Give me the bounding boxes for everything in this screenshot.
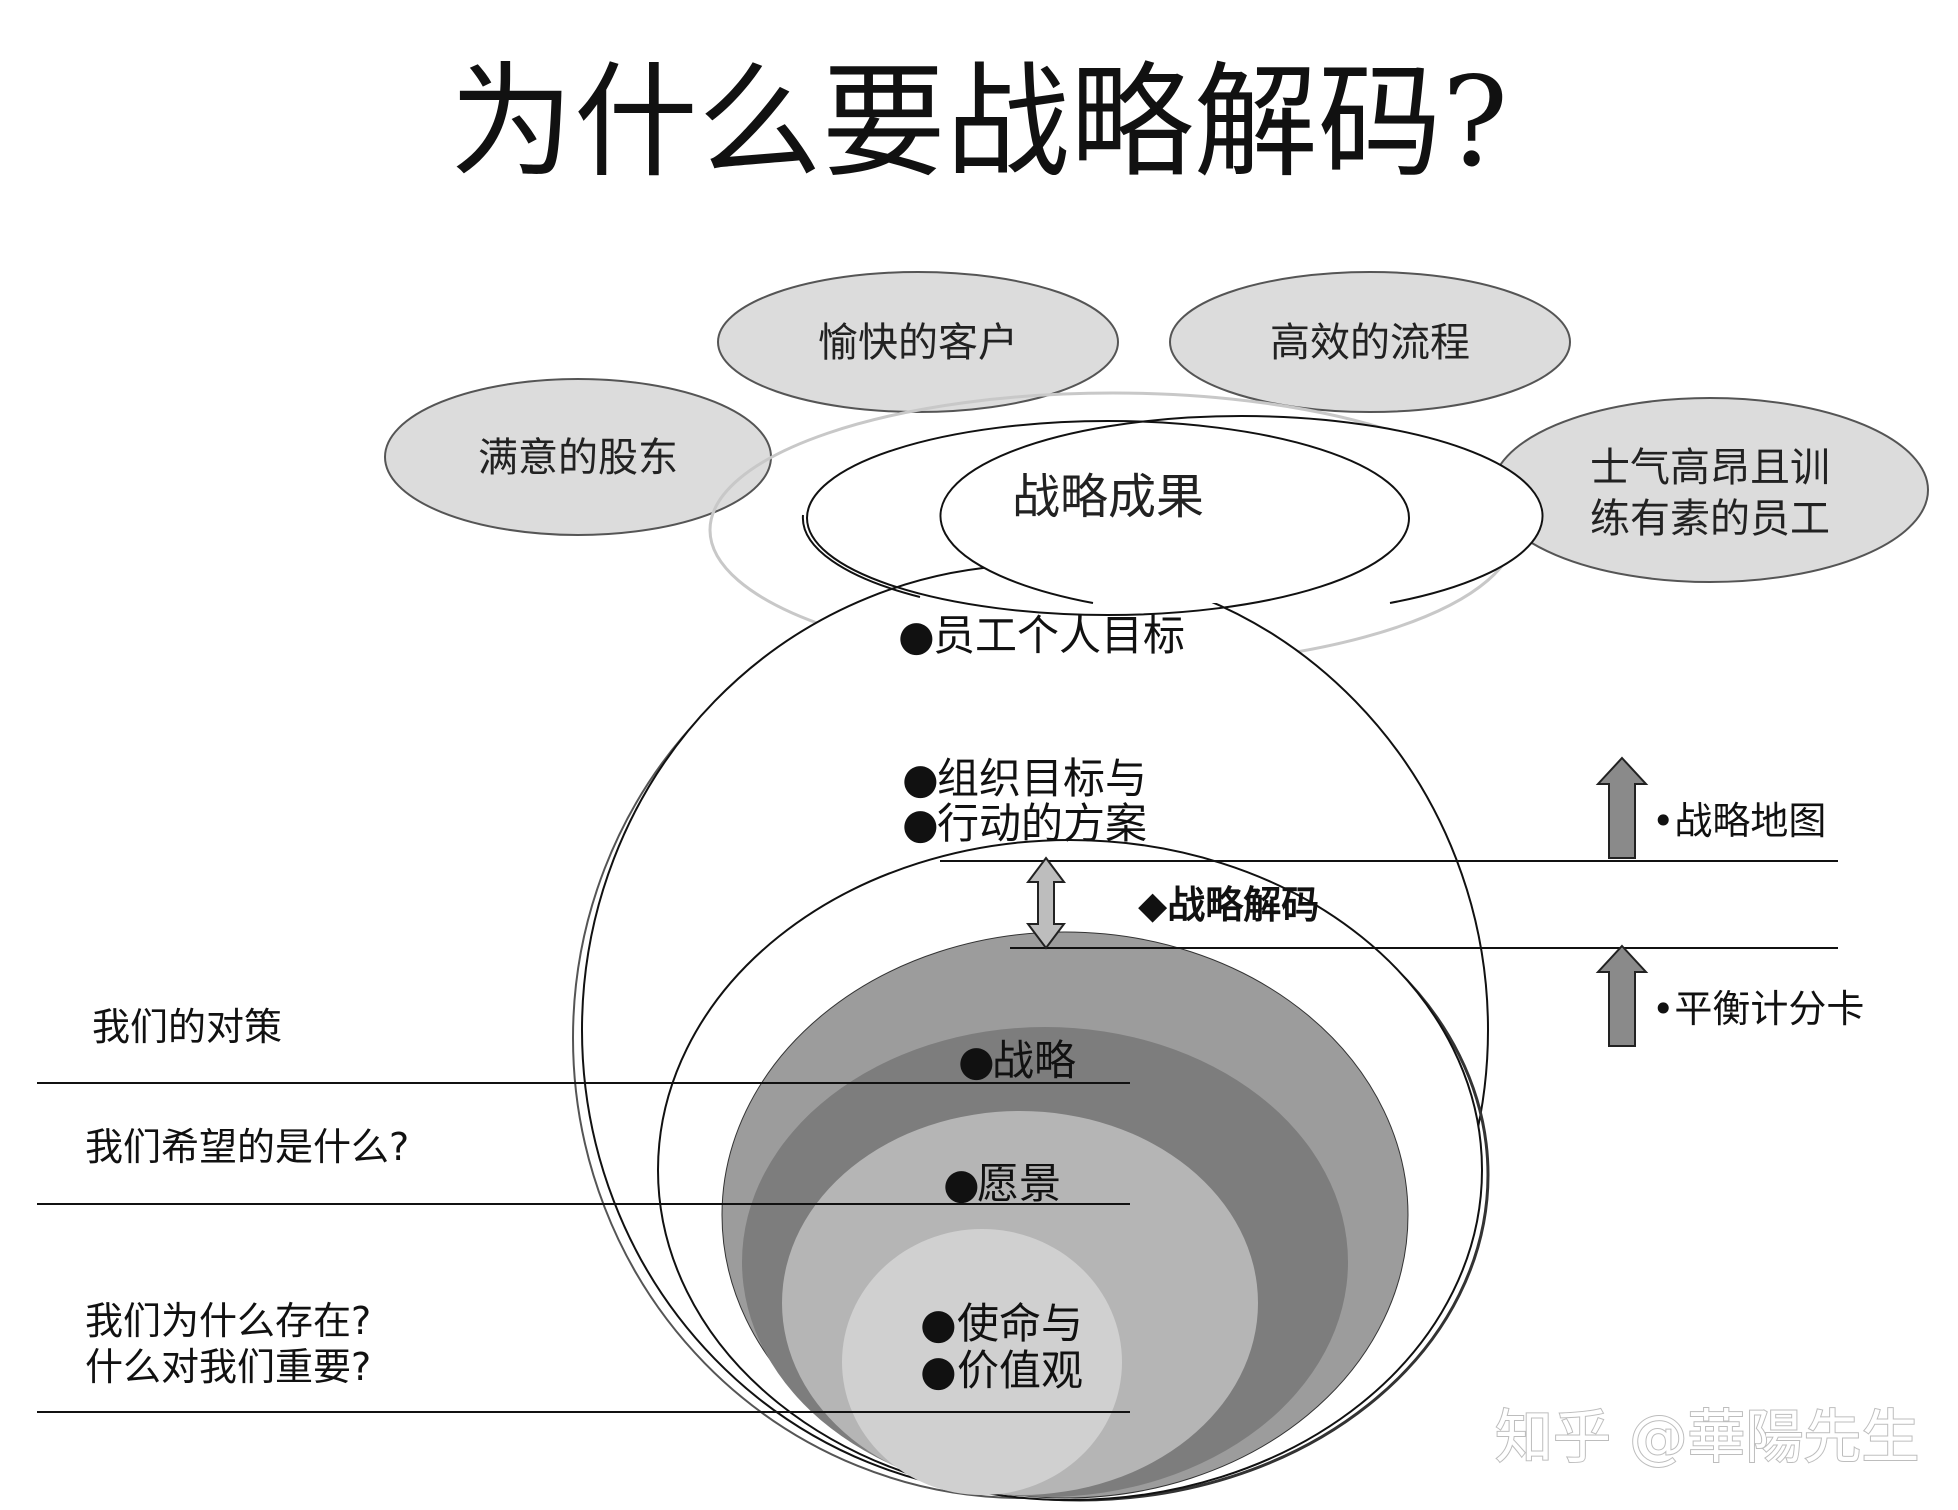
left-label-strategy: 我们的对策 xyxy=(92,1005,282,1049)
mission-label-1: 使命与 xyxy=(957,1299,1083,1348)
oval-customers xyxy=(717,271,1119,413)
strategy-bullet: ● xyxy=(958,1036,995,1085)
oval-shareholders-label: 满意的股东 xyxy=(478,435,678,481)
watermark: 知乎 @華陽先生 xyxy=(1495,1403,1919,1471)
org-goals-label-1: 组织目标与 xyxy=(937,754,1147,803)
result-label: 战略成果 xyxy=(1012,469,1204,525)
page-title: 为什么要战略解码? xyxy=(450,51,1508,195)
mission-label-2: 价值观 xyxy=(957,1346,1083,1395)
result-inner-oval xyxy=(939,415,1544,604)
left-label-mission-2: 什么对我们重要? xyxy=(85,1345,371,1389)
mission-bullet-1: ● xyxy=(920,1299,957,1348)
result-inner-oval-full xyxy=(806,420,1410,616)
left-label-mission-1: 我们为什么存在? xyxy=(85,1299,371,1343)
vision-bullet: ● xyxy=(943,1159,980,1208)
decode-double-arrow-icon xyxy=(1026,856,1066,950)
result-inner-oval-left xyxy=(801,514,921,598)
strategy-map-up-arrow-icon xyxy=(1595,756,1649,859)
oval-customers-label: 愉快的客户 xyxy=(818,320,1018,366)
mission-bullet-2: ● xyxy=(920,1346,957,1395)
org-goals-bullet-1: ● xyxy=(902,754,939,803)
oval-employees-label-1: 士气高昂且训 xyxy=(1590,445,1830,491)
scorecard-up-arrow-icon xyxy=(1595,944,1649,1047)
vision-label: 愿景 xyxy=(977,1159,1061,1208)
org-goals-bullet-2: ● xyxy=(902,799,939,848)
scorecard-label: •平衡计分卡 xyxy=(1652,987,1864,1031)
personal-goals-label: 员工个人目标 xyxy=(933,611,1185,660)
left-label-vision: 我们希望的是什么? xyxy=(85,1125,409,1169)
strategy-map-label: •战略地图 xyxy=(1652,799,1826,843)
oval-employees-label-2: 练有素的员工 xyxy=(1590,496,1830,542)
oval-process xyxy=(1169,271,1571,413)
strategy-label: 战略 xyxy=(992,1036,1076,1085)
decode-label: ◆战略解码 xyxy=(1138,883,1319,927)
personal-goals-bullet: ● xyxy=(898,611,935,660)
oval-process-label: 高效的流程 xyxy=(1270,320,1470,366)
mission-layer xyxy=(842,1229,1122,1495)
org-goals-label-2: 行动的方案 xyxy=(937,799,1147,848)
